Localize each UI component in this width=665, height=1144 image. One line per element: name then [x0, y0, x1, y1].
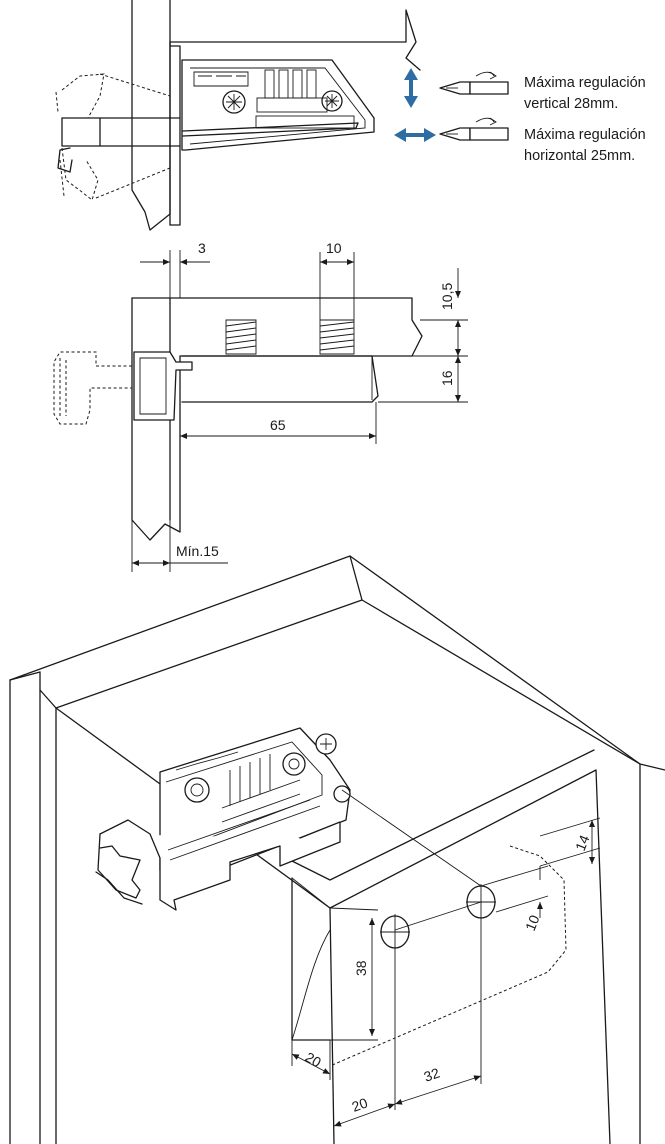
- vertical-note-line2: vertical 28mm.: [524, 96, 618, 112]
- dim-10-5: 10,5: [439, 283, 455, 310]
- screwdriver-icon: [439, 117, 509, 141]
- vertical-adjust-arrow-icon: [404, 68, 418, 108]
- horizontal-adjust-arrow-icon: [394, 128, 436, 142]
- dim-14: 14: [572, 832, 593, 853]
- screwdriver-icon: [439, 71, 509, 95]
- dim-16: 16: [439, 370, 455, 386]
- dim-65: 65: [270, 417, 286, 433]
- dim-20-left: 20: [303, 1049, 325, 1071]
- dim-20-bottom: 20: [350, 1094, 370, 1114]
- vertical-note-line1: Máxima regulación: [524, 75, 646, 91]
- horizontal-note-line1: Máxima regulación: [524, 127, 646, 143]
- dim-32: 32: [422, 1064, 442, 1084]
- adjustment-notes: Máxima regulación vertical 28mm. Máxima …: [394, 68, 646, 164]
- dim-3: 3: [198, 240, 206, 256]
- dim-10-bottom: 10: [522, 912, 543, 933]
- dim-min-15: Mín.15: [176, 543, 219, 559]
- isometric-view: 14 10 38 20 20 32: [9, 555, 665, 1144]
- top-section-view: [55, 0, 421, 231]
- horizontal-note-line2: horizontal 25mm.: [524, 148, 635, 164]
- dim-10: 10: [326, 240, 342, 256]
- middle-section-view: 3 10 10,5 16 65 Mín.15: [53, 240, 468, 572]
- dim-38: 38: [353, 960, 369, 976]
